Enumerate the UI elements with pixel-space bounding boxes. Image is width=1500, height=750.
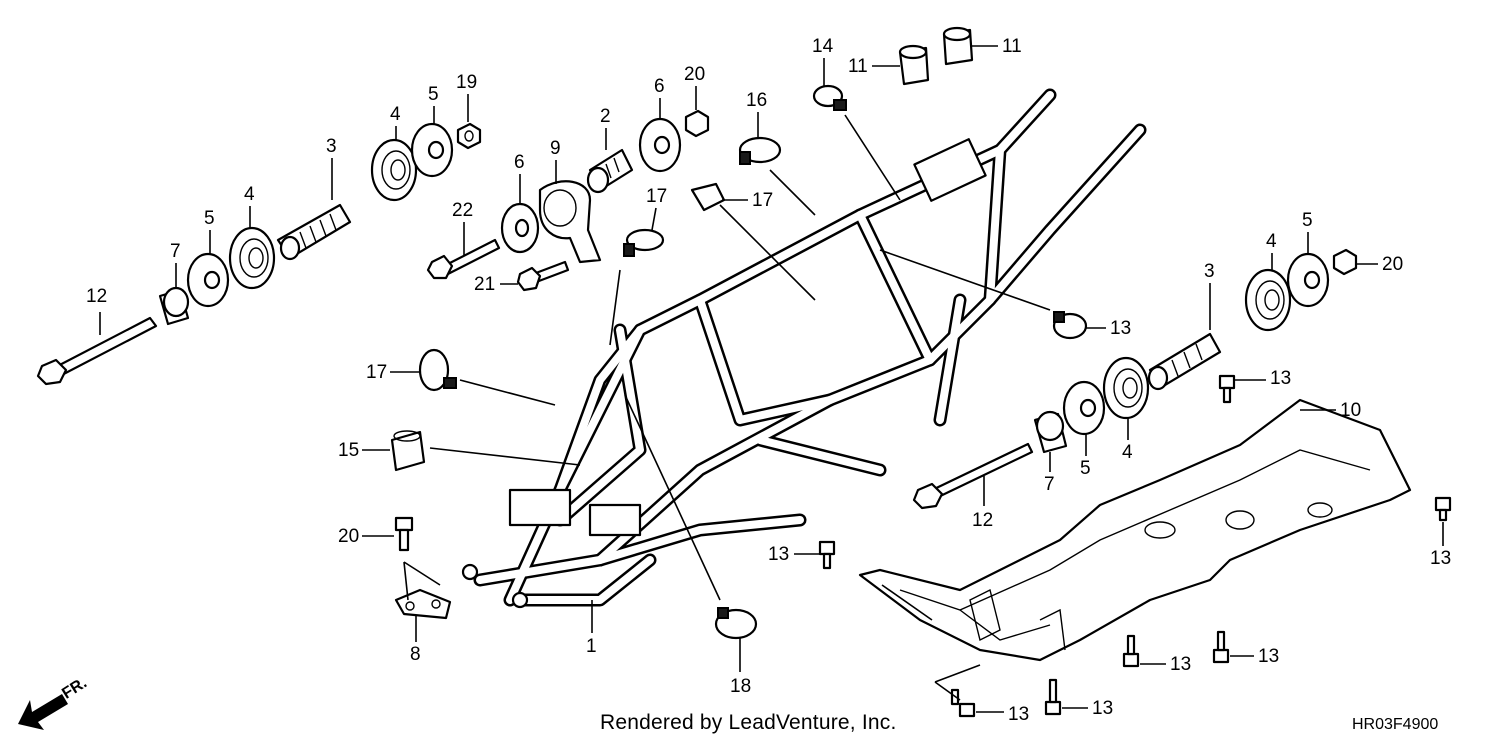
callout-11: 11 xyxy=(848,56,868,77)
callout-5: 5 xyxy=(1302,210,1313,231)
callout-17: 16 xyxy=(746,90,767,111)
callout-15: 14 xyxy=(812,36,834,57)
callout-17: 17 xyxy=(366,362,387,383)
leader-lines xyxy=(403,114,1051,701)
callout-13: 13 xyxy=(1430,548,1451,569)
callout-6: 6 xyxy=(654,76,665,97)
callout-4: 4 xyxy=(244,184,255,205)
callout-12: 12 xyxy=(972,510,993,531)
callout-20: 20 xyxy=(1382,254,1403,275)
callout-19: 18 xyxy=(730,676,751,697)
callout-2: 2 xyxy=(600,106,611,127)
front-direction-arrow-icon xyxy=(18,694,68,730)
callout-13: 13 xyxy=(1092,698,1113,719)
callout-4: 4 xyxy=(1266,231,1277,252)
callout-7: 7 xyxy=(170,241,181,262)
callout-20: 19 xyxy=(456,72,477,93)
callout-13: 13 xyxy=(1170,654,1191,675)
callout-3: 3 xyxy=(1204,261,1215,282)
render-credit: Rendered by LeadVenture, Inc. xyxy=(600,711,897,734)
callout-10: 10 xyxy=(1340,400,1361,421)
callout-13: 13 xyxy=(1258,646,1279,667)
callout-21: 20 xyxy=(338,526,359,547)
callout-16: 15 xyxy=(338,440,359,461)
callout-5: 5 xyxy=(1080,458,1091,479)
callout-23: 22 xyxy=(452,200,473,221)
skid-plate xyxy=(858,398,1412,662)
callout-1: 1 xyxy=(586,636,597,657)
callout-13: 13 xyxy=(768,544,789,565)
callout-5: 5 xyxy=(428,84,439,105)
callout-20: 20 xyxy=(684,64,705,85)
callout-4: 4 xyxy=(1122,442,1133,463)
callout-6: 6 xyxy=(514,152,525,173)
callout-13: 13 xyxy=(1270,368,1291,389)
callouts: 1 2 3 3 4 4 4 4 5 5 5 5 6 6 7 7 8 9 10 xyxy=(86,36,1451,725)
callout-13: 13 xyxy=(1008,704,1029,725)
callout-12: 12 xyxy=(86,286,107,307)
callout-11: 11 xyxy=(1002,36,1022,57)
callout-8: 8 xyxy=(410,644,421,665)
diagram-code: HR03F4900 xyxy=(1352,716,1439,733)
right-mount-stack xyxy=(912,248,1358,510)
callout-4: 4 xyxy=(390,104,401,125)
callout-18: 17 xyxy=(752,190,773,211)
main-frame xyxy=(461,88,1147,609)
callout-9: 9 xyxy=(550,138,561,159)
callout-17: 17 xyxy=(646,186,667,207)
callout-5: 5 xyxy=(204,208,215,229)
callout-22: 21 xyxy=(474,274,495,295)
callout-7: 7 xyxy=(1044,474,1055,495)
small-parts xyxy=(390,26,1452,718)
middle-mount-stack xyxy=(426,109,710,292)
callout-3: 3 xyxy=(326,136,337,157)
left-mount-stack xyxy=(36,122,482,386)
callout-14: 13 xyxy=(1110,318,1131,339)
